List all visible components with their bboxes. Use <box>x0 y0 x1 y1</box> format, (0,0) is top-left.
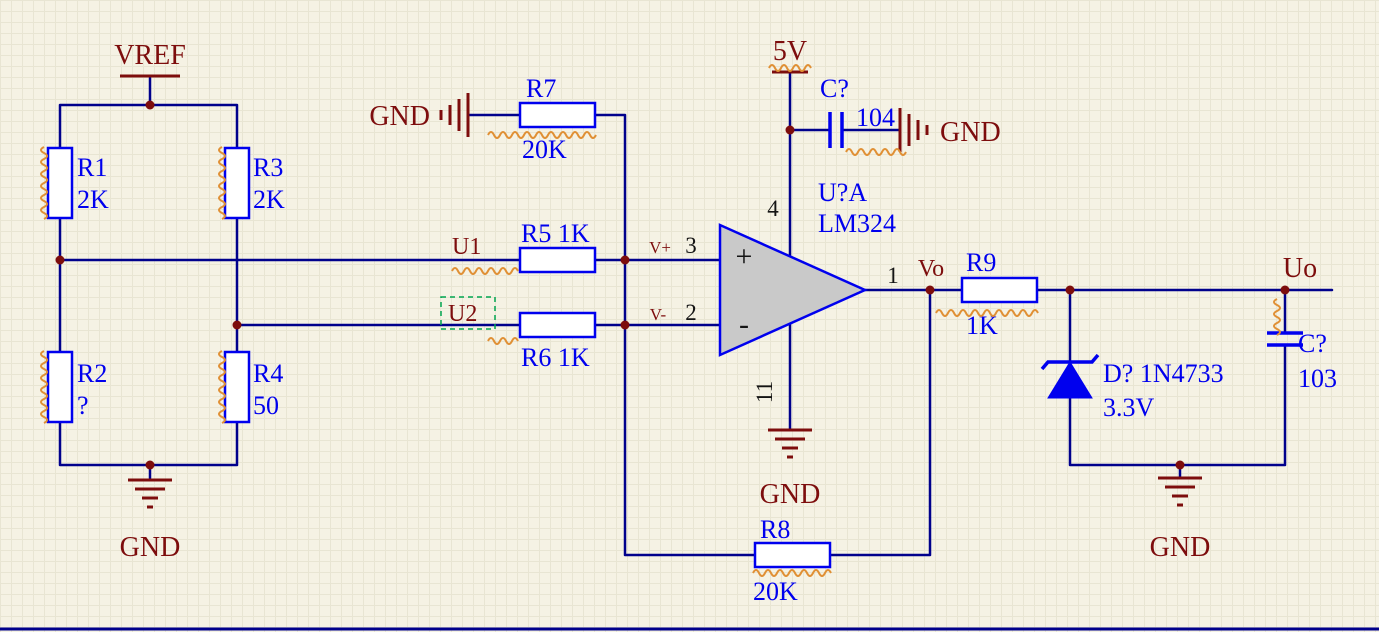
ground-symbol-bridge[interactable]: GND <box>120 478 181 563</box>
ground-bars <box>439 93 470 137</box>
vref-label[interactable]: VREF <box>114 40 186 71</box>
r8-value[interactable]: 20K <box>753 577 798 606</box>
diode-triangle[interactable] <box>1047 361 1093 399</box>
vplus-pin-label: V+ <box>649 238 671 257</box>
junction-dots <box>55 100 1290 470</box>
capacitor-c1[interactable]: C? 104 <box>820 74 895 148</box>
r2-value[interactable]: ? <box>77 391 89 420</box>
r4-designator[interactable]: R4 <box>253 359 283 388</box>
resistor-r5[interactable]: R5 1K <box>518 219 597 274</box>
resistor-body[interactable] <box>753 541 832 569</box>
r4-value[interactable]: 50 <box>253 391 279 420</box>
r7-designator[interactable]: R7 <box>526 74 556 103</box>
capacitor-plates[interactable] <box>828 112 844 148</box>
resistor-body[interactable] <box>518 311 597 339</box>
power-port-5v[interactable]: 5V <box>772 36 808 74</box>
opamp-body[interactable] <box>718 223 869 357</box>
ground-symbol-c1[interactable]: GND <box>898 108 1001 152</box>
wire-net[interactable] <box>58 70 1334 557</box>
resistor-body[interactable] <box>960 276 1039 304</box>
ground-bars <box>128 478 172 509</box>
u2-selection-box <box>440 296 496 330</box>
r1-designator[interactable]: R1 <box>77 153 107 182</box>
gnd-label[interactable]: GND <box>940 117 1001 148</box>
c2-designator[interactable]: C? <box>1298 329 1327 358</box>
gnd-label[interactable]: GND <box>1150 532 1211 563</box>
power-port-vref[interactable]: VREF <box>114 40 186 78</box>
r5-label[interactable]: R5 1K <box>521 219 590 248</box>
resistor-r6[interactable]: R6 1K <box>518 311 597 372</box>
d1-value[interactable]: 3.3V <box>1103 393 1155 422</box>
resistor-r3[interactable]: R3 2K <box>223 146 285 220</box>
ground-symbol-output[interactable]: GND <box>1150 476 1211 563</box>
r1-value[interactable]: 2K <box>77 185 109 214</box>
opamp-u1a[interactable]: + - U?A LM324 3 2 1 4 11 V+ V- <box>649 178 899 403</box>
net-label-uo[interactable]: Uo <box>1283 253 1317 284</box>
capacitor-c2[interactable]: C? 103 <box>1267 329 1337 393</box>
vminus-pin-label: V- <box>650 305 667 324</box>
opamp-part-number[interactable]: LM324 <box>818 209 896 238</box>
net-label-vo[interactable]: Vo <box>918 256 944 282</box>
resistor-body[interactable] <box>518 101 597 129</box>
pin-4-number: 4 <box>767 196 779 221</box>
resistor-body[interactable] <box>46 146 74 220</box>
resistor-body[interactable] <box>223 350 251 424</box>
r8-designator[interactable]: R8 <box>760 515 790 544</box>
r3-designator[interactable]: R3 <box>253 153 283 182</box>
gnd-label[interactable]: GND <box>760 479 821 510</box>
c1-designator[interactable]: C? <box>820 74 849 103</box>
r3-value[interactable]: 2K <box>253 185 285 214</box>
resistor-r2[interactable]: R2 ? <box>46 350 107 424</box>
resistor-body[interactable] <box>223 146 251 220</box>
ground-bars <box>768 428 812 459</box>
capacitor-plates[interactable] <box>1267 331 1303 347</box>
c2-value[interactable]: 103 <box>1298 364 1337 393</box>
r7-value[interactable]: 20K <box>522 135 567 164</box>
resistor-r8[interactable]: R8 20K <box>753 515 832 606</box>
pin-1-number: 1 <box>887 263 899 288</box>
resistor-body[interactable] <box>518 246 597 274</box>
opamp-minus-input: - <box>739 308 749 341</box>
opamp-designator[interactable]: U?A <box>818 178 867 207</box>
gnd-label[interactable]: GND <box>120 532 181 563</box>
ground-symbol-r7[interactable]: GND <box>369 93 470 137</box>
resistor-r1[interactable]: R1 2K <box>46 146 109 220</box>
r6-label[interactable]: R6 1K <box>521 343 590 372</box>
resistor-r9[interactable]: R9 1K <box>960 248 1039 340</box>
pin-2-number: 2 <box>685 300 697 325</box>
opamp-plus-input: + <box>736 240 753 273</box>
compile-error-marks <box>40 64 1281 577</box>
r9-designator[interactable]: R9 <box>966 248 996 277</box>
ground-bars <box>1158 476 1202 507</box>
5v-label[interactable]: 5V <box>773 36 807 67</box>
ground-symbol-opamp[interactable]: GND <box>760 428 821 510</box>
resistor-body[interactable] <box>46 350 74 424</box>
gnd-label[interactable]: GND <box>369 101 430 132</box>
ground-bars <box>898 108 929 152</box>
net-label-u2-group[interactable]: U2 <box>440 296 496 330</box>
pin-11-number: 11 <box>752 381 777 403</box>
net-label-u2[interactable]: U2 <box>448 301 477 327</box>
zener-diode-d1[interactable]: D? 1N4733 3.3V <box>1040 353 1224 422</box>
net-label-u1[interactable]: U1 <box>452 234 481 260</box>
resistor-r7[interactable]: R7 20K <box>518 74 597 164</box>
resistor-r4[interactable]: R4 50 <box>223 350 283 424</box>
r2-designator[interactable]: R2 <box>77 359 107 388</box>
pin-3-number: 3 <box>685 233 697 258</box>
c1-value[interactable]: 104 <box>856 103 895 132</box>
d1-label[interactable]: D? 1N4733 <box>1103 359 1224 388</box>
